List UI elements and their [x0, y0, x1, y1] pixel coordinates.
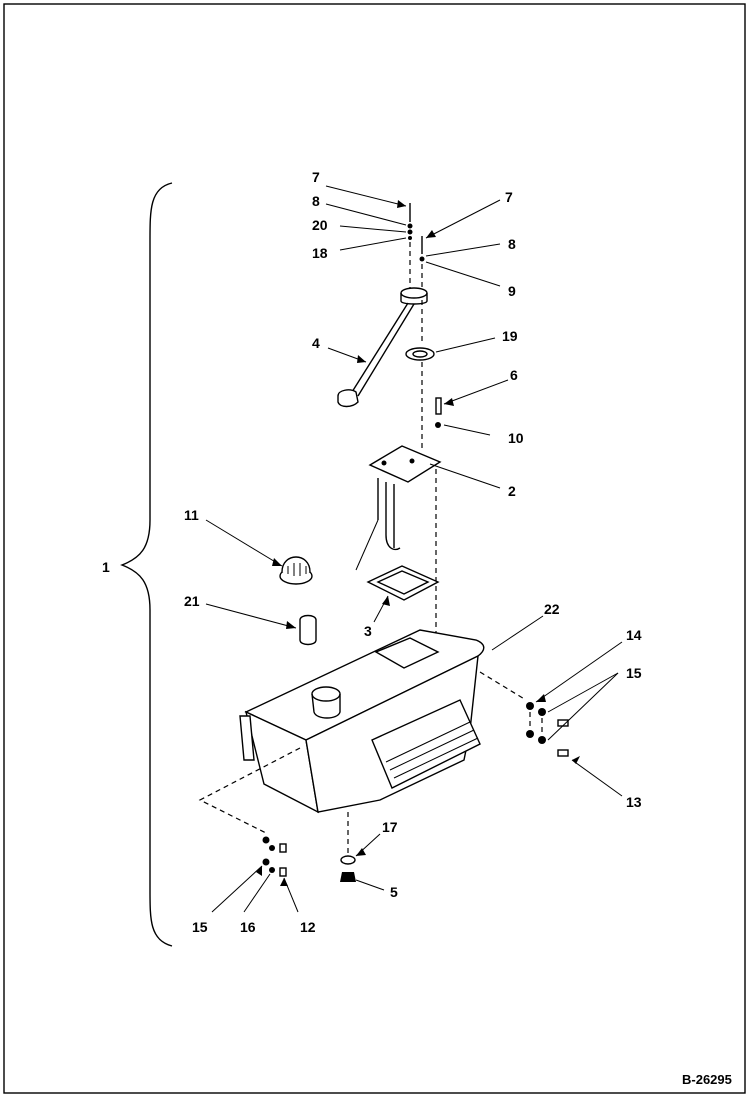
callout-4: 4 — [312, 335, 320, 351]
pickup-tubes — [377, 478, 395, 548]
plate-stud-2 — [409, 458, 415, 464]
washer-8-lower — [419, 256, 425, 262]
fuel-cap-11-grip — [287, 563, 307, 576]
bolt-12-b — [279, 867, 287, 877]
leader-arrowheads — [256, 200, 580, 886]
pickup-tube-bend — [385, 534, 401, 551]
callout-2: 2 — [508, 483, 516, 499]
callout-16: 16 — [240, 919, 256, 935]
sender-float — [337, 389, 359, 408]
mounting-bracket — [239, 715, 255, 761]
filler-neck — [311, 686, 341, 702]
callout-15-right: 15 — [626, 665, 642, 681]
callout-9: 9 — [508, 283, 516, 299]
washer-15-c — [262, 836, 270, 844]
mount-dashline-right — [479, 671, 527, 701]
lockwasher-16-b — [269, 867, 275, 873]
callout-17: 17 — [382, 819, 398, 835]
bolt-13-b — [557, 749, 569, 757]
gasket-3 — [366, 565, 440, 601]
callout-13: 13 — [626, 794, 642, 810]
nut-14-a — [526, 702, 534, 710]
drain-plug-5 — [340, 872, 356, 882]
tank-opening — [374, 637, 440, 669]
callout-8-lower: 8 — [508, 236, 516, 252]
pickup-plate-2 — [368, 445, 442, 483]
washer-15-a — [538, 708, 546, 716]
callout-20: 20 — [312, 217, 328, 233]
drain-washer-17 — [340, 855, 356, 865]
plate-stud-1 — [381, 460, 387, 466]
washer-20 — [407, 229, 413, 235]
washer-15-b — [538, 736, 546, 744]
assembly-brace — [120, 182, 173, 947]
gasket-19 — [405, 347, 435, 361]
lockwasher-16-a — [269, 845, 275, 851]
bolt-12-a — [279, 843, 287, 853]
callout-10: 10 — [508, 430, 524, 446]
callout-15-left: 15 — [192, 919, 208, 935]
washer-8-upper — [407, 223, 413, 229]
callout-7-lower: 7 — [505, 189, 513, 205]
spacer-18 — [408, 236, 412, 240]
gasket-19-hole — [412, 350, 428, 358]
callout-18: 18 — [312, 245, 328, 261]
strainer-21 — [299, 614, 317, 646]
step-treads — [385, 721, 479, 779]
gasket-3-inner — [376, 570, 430, 595]
callout-7-upper: 7 — [312, 169, 320, 185]
nut-14-b — [526, 730, 534, 738]
fuel-cap-11-top — [281, 556, 311, 573]
washer-15-d — [262, 858, 270, 866]
callout-12: 12 — [300, 919, 316, 935]
bolt-6 — [435, 397, 442, 415]
sender-tube-2 — [357, 303, 415, 397]
callout-21: 21 — [184, 593, 200, 609]
callout-19: 19 — [502, 328, 518, 344]
pickup-line — [355, 519, 379, 571]
leader-lines — [205, 185, 623, 913]
filler-neck-body — [311, 693, 341, 719]
callout-1: 1 — [102, 559, 110, 575]
sender-tube — [351, 302, 409, 393]
drawing-number: B-26295 — [682, 1072, 732, 1087]
mount-dashline-left — [198, 747, 301, 835]
washer-10 — [435, 422, 441, 428]
callout-11: 11 — [184, 507, 199, 523]
hardware-right-dashes — [529, 712, 543, 734]
page-border — [3, 3, 746, 1094]
callout-5: 5 — [390, 884, 398, 900]
callout-14: 14 — [626, 627, 642, 643]
callout-8-upper: 8 — [312, 193, 320, 209]
sender-cap — [400, 287, 428, 299]
callout-22: 22 — [544, 601, 560, 617]
callout-3: 3 — [364, 623, 372, 639]
callout-6: 6 — [510, 367, 518, 383]
